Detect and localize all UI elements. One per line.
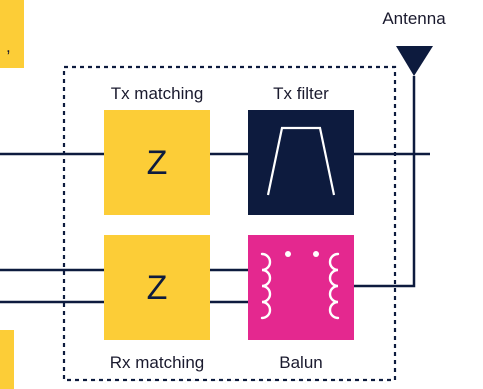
balun-dot-left [285, 251, 291, 257]
tx-filter-box [248, 110, 354, 215]
balun-label: Balun [279, 353, 322, 372]
rx-output-wire [354, 76, 416, 288]
antenna-icon [396, 46, 433, 76]
tx-impedance-symbol: Z [147, 144, 168, 182]
rx-matching-label: Rx matching [110, 353, 204, 372]
left-block-bottom [0, 330, 14, 389]
module-boundary [62, 65, 397, 382]
tx-filter-label: Tx filter [273, 84, 329, 103]
rx-matching-box [104, 235, 210, 340]
rx-impedance-symbol: Z [147, 269, 168, 307]
bandpass-filter-icon [266, 126, 336, 196]
signal-wires [0, 76, 430, 304]
balun-dot-right [313, 251, 319, 257]
transformer-coils-icon [260, 252, 340, 320]
antenna-label: Antenna [382, 9, 446, 28]
left-block-top [0, 0, 24, 68]
tx-matching-box [104, 110, 210, 215]
balun-box [248, 235, 354, 340]
tx-matching-label: Tx matching [111, 84, 204, 103]
left-block-top-mark: , [6, 37, 11, 56]
